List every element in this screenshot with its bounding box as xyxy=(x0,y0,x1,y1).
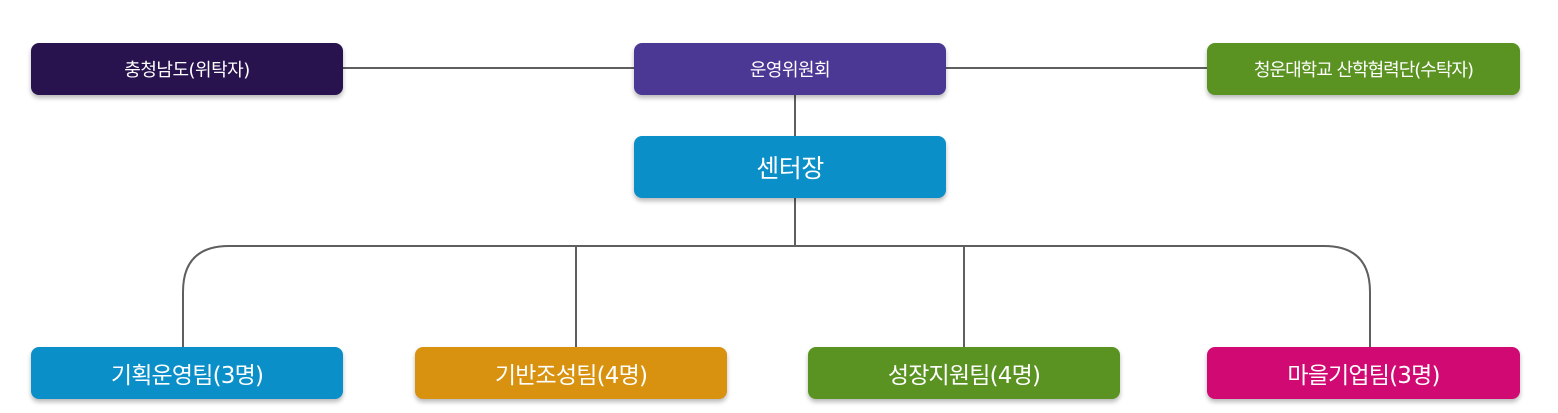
node-team-basis: 기반조성팀(4명) xyxy=(415,347,727,399)
node-team-basis-label: 기반조성팀(4명) xyxy=(494,363,648,389)
node-university-label: 청운대학교 산학협력단(수탁자) xyxy=(1253,60,1474,81)
node-team-growth-label: 성장지원팀(4명) xyxy=(887,363,1041,389)
node-center-director: 센터장 xyxy=(634,136,946,198)
node-university: 청운대학교 산학협력단(수탁자) xyxy=(1207,43,1520,95)
node-center-director-label: 센터장 xyxy=(756,154,824,183)
node-team-village-label: 마을기업팀(3명) xyxy=(1287,363,1440,389)
line-team-branch xyxy=(182,245,1371,347)
node-steering-committee: 운영위원회 xyxy=(634,43,946,95)
node-team-village: 마을기업팀(3명) xyxy=(1207,347,1520,399)
node-province: 충청남도(위탁자) xyxy=(31,43,343,95)
node-steering-committee-label: 운영위원회 xyxy=(749,60,831,81)
node-team-planning: 기획운영팀(3명) xyxy=(31,347,343,399)
node-team-growth: 성장지원팀(4명) xyxy=(808,347,1120,399)
node-province-label: 충청남도(위탁자) xyxy=(124,60,250,81)
node-team-planning-label: 기획운영팀(3명) xyxy=(110,363,264,389)
